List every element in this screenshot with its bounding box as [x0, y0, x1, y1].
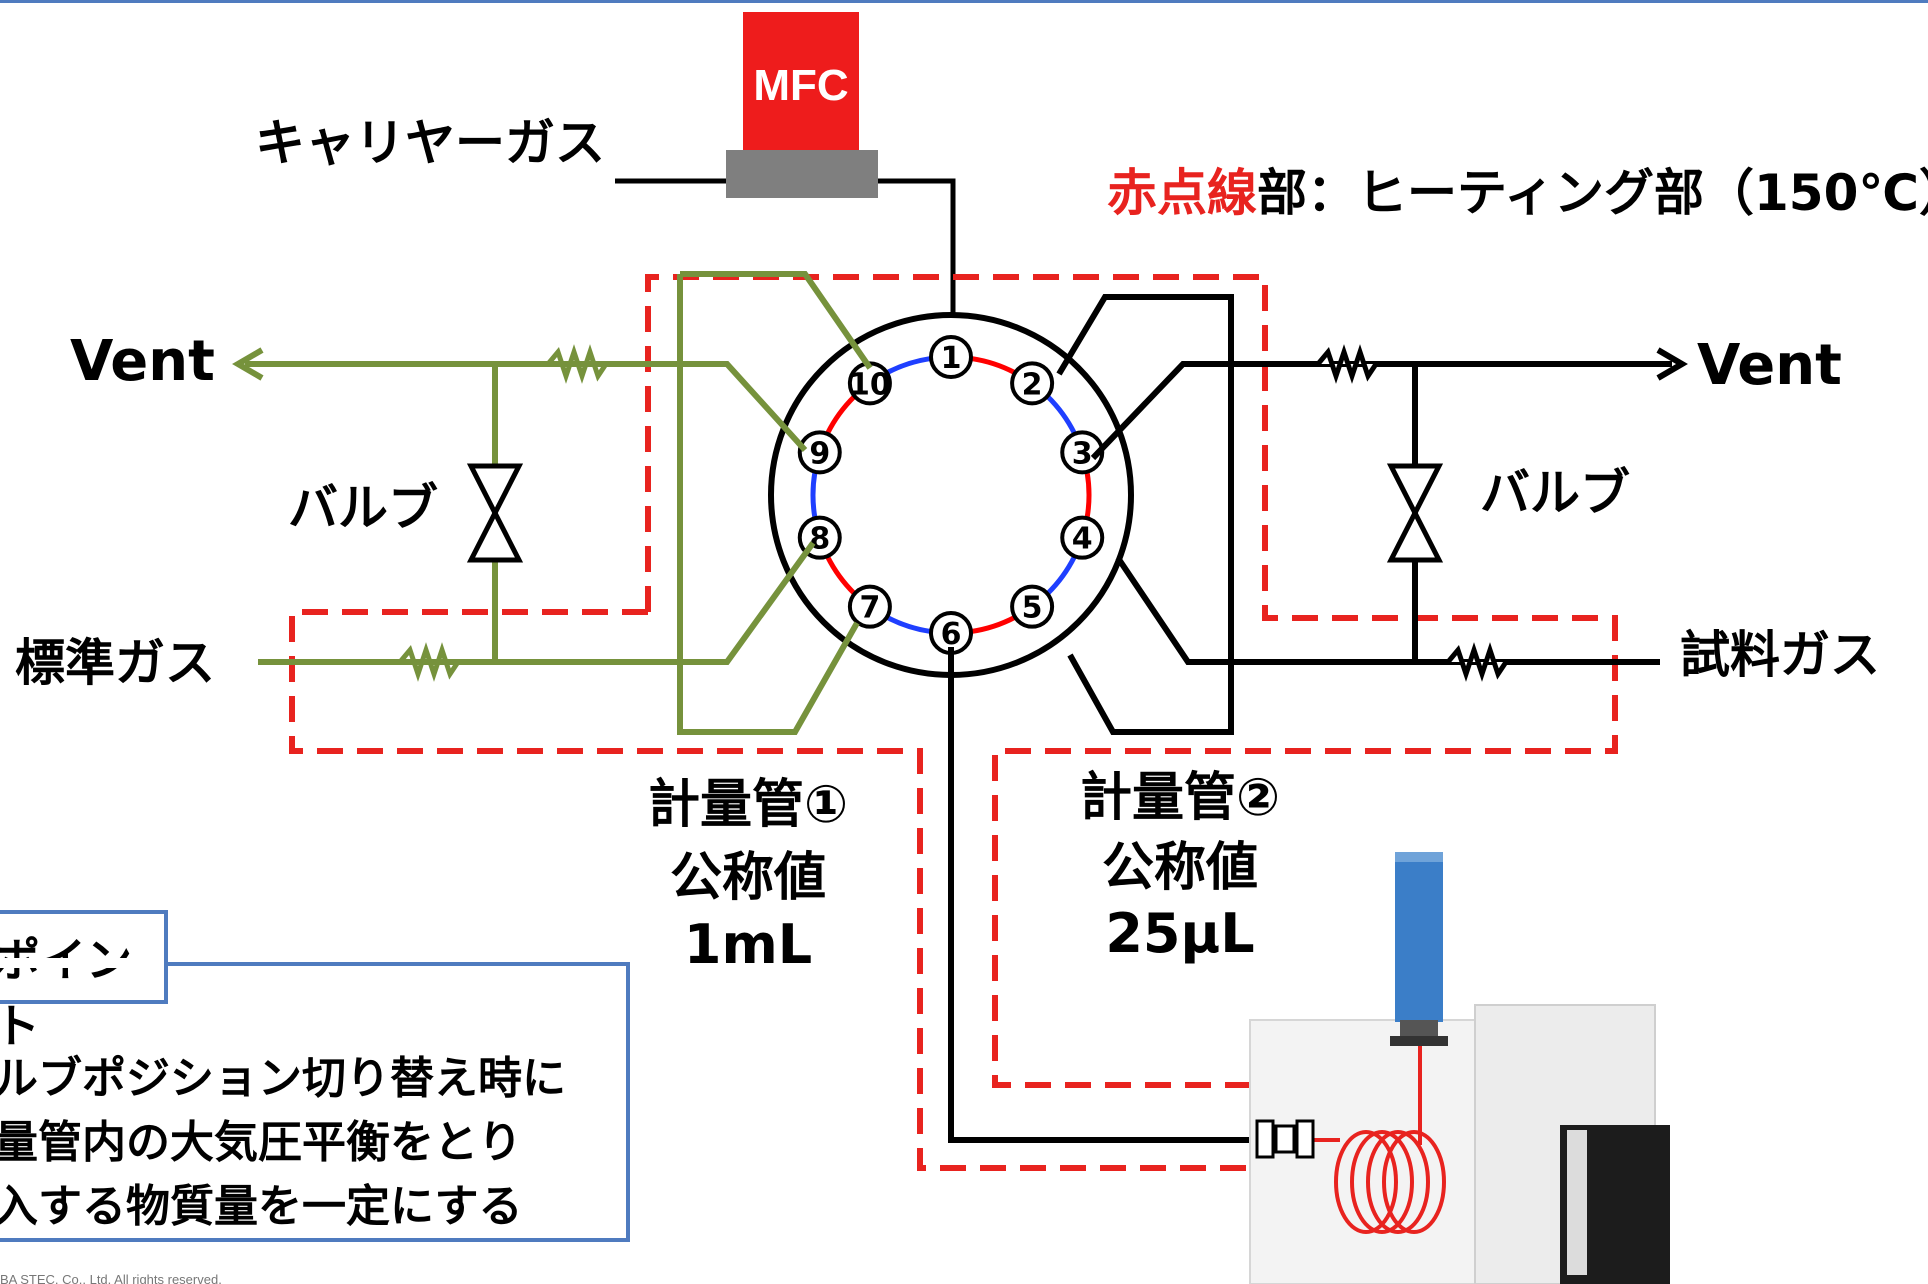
port-link-9-10 — [825, 394, 856, 435]
valve-port-1: 1 — [929, 335, 973, 379]
valve-left-label: バルブ — [288, 479, 438, 537]
key-point-line-1: ルブポジション切り替え時に — [0, 1053, 566, 1104]
loop1-nominal-label: 公称値 — [670, 848, 826, 908]
mfc-label: MFC — [753, 61, 848, 110]
port-link-5-6 — [971, 615, 1016, 634]
key-point-line-3: 入する物質量を一定にする — [0, 1181, 523, 1232]
valve-port-3: 3 — [1060, 430, 1105, 475]
key-point-header: ポイント — [0, 910, 168, 1053]
port-link-8-9 — [810, 472, 818, 518]
valve-port-circle — [1010, 361, 1055, 406]
loop2-volume: 25μL — [1105, 902, 1254, 965]
valve-port-number: 8 — [809, 522, 830, 557]
mfc-base — [726, 150, 878, 198]
restrictor-vent-right — [1316, 344, 1379, 384]
loop1-volume: 1mL — [684, 913, 812, 976]
heating-note-rest: 部：ヒーティング部（150℃） — [1257, 164, 1928, 222]
vent-left-arrow — [232, 347, 264, 381]
vent-left-label: Vent — [70, 329, 215, 394]
valve-port-number: 9 — [809, 436, 830, 471]
gc-column-coil — [1310, 1046, 1446, 1234]
valve-port-circle — [1060, 515, 1105, 560]
loop2-title: 計量管② — [1080, 768, 1280, 828]
restrictor-sample-gas — [1446, 642, 1509, 682]
gc-injector-top — [1400, 1020, 1438, 1036]
gc-detector-strip — [1567, 1130, 1587, 1275]
valve-port-circle — [1010, 584, 1055, 629]
valve-right-symbol — [1386, 463, 1444, 563]
carrier-gas-line — [615, 178, 956, 357]
carrier-gas-label: キャリヤーガス — [255, 114, 605, 172]
valve-port-4: 4 — [1060, 515, 1105, 560]
valve-port-10: 10 — [847, 361, 892, 406]
valve-port-number: 1 — [941, 341, 962, 376]
gc-autosampler-column — [1395, 852, 1443, 1022]
restrictor-standard-gas — [398, 642, 461, 682]
valve-port-number: 4 — [1072, 522, 1093, 557]
valve-port-number: 3 — [1072, 436, 1093, 471]
valve-port-number: 2 — [1022, 367, 1043, 402]
key-point-title: ポイント — [0, 933, 132, 1053]
heating-note-red: 赤点線 — [1107, 164, 1257, 222]
vent-right-label: Vent — [1697, 333, 1842, 398]
gas-chromatograph-image — [1249, 852, 1670, 1284]
valve-port-number: 6 — [941, 617, 962, 652]
top-rule — [0, 0, 1928, 3]
heated-zone-outline — [289, 274, 1618, 1171]
valve-port-number: 5 — [1022, 591, 1043, 626]
gc-inlet-union — [1255, 1119, 1315, 1159]
valve-left-symbol — [466, 463, 524, 563]
valve-port-circle — [929, 335, 973, 379]
loop1-caption: 計量管① 公称値 1mL — [648, 775, 848, 976]
valve-port-circle — [797, 430, 842, 475]
mfc-block — [743, 12, 859, 152]
key-point-box: ルブポジション切り替え時に 量管内の大気圧平衡をとり 入する物質量を一定にする — [0, 962, 630, 1242]
standard-gas-label: 標準ガス — [15, 634, 215, 692]
gc-injector-ring — [1390, 1036, 1448, 1046]
valve-right-label: バルブ — [1480, 464, 1630, 522]
key-point-header-joint — [0, 958, 162, 968]
key-point-line-2: 量管内の大気圧平衡をとり — [0, 1117, 522, 1168]
valve-port-5: 5 — [1010, 584, 1055, 629]
port-link-6-7 — [886, 615, 931, 634]
rotary-valve: 1 23 45 6 78 9 10 — [768, 312, 1134, 678]
valve-port-2: 2 — [1010, 361, 1055, 406]
mfc-unit: MFC — [726, 12, 878, 198]
heating-note: 赤点線部：ヒーティング部（150℃） — [1107, 164, 1928, 222]
port-link-1-2 — [971, 356, 1016, 375]
loop2-nominal-label: 公称値 — [1102, 838, 1258, 898]
copyright-text: BA STEC, Co., Ltd. All rights reserved. — [0, 1272, 222, 1284]
valve-port-circle — [847, 584, 892, 629]
sample-gas-label: 試料ガス — [1680, 626, 1880, 684]
valve-port-9: 9 — [797, 430, 842, 475]
valve-port-7: 7 — [847, 584, 892, 629]
valve-port-number: 7 — [859, 591, 880, 626]
port-link-10-1 — [886, 356, 931, 375]
port-link-7-8 — [825, 555, 856, 596]
port-link-4-5 — [1046, 555, 1077, 596]
valve-port-number: 10 — [849, 367, 891, 402]
loop2-caption: 計量管② 公称値 25μL — [1080, 768, 1280, 965]
restrictor-vent-left — [546, 344, 609, 384]
port-link-3-4 — [1084, 472, 1092, 518]
vent-right-arrow — [1656, 347, 1688, 381]
port-link-2-3 — [1046, 394, 1077, 435]
loop1-title: 計量管① — [648, 775, 848, 835]
gc-column-highlight — [1395, 852, 1443, 862]
